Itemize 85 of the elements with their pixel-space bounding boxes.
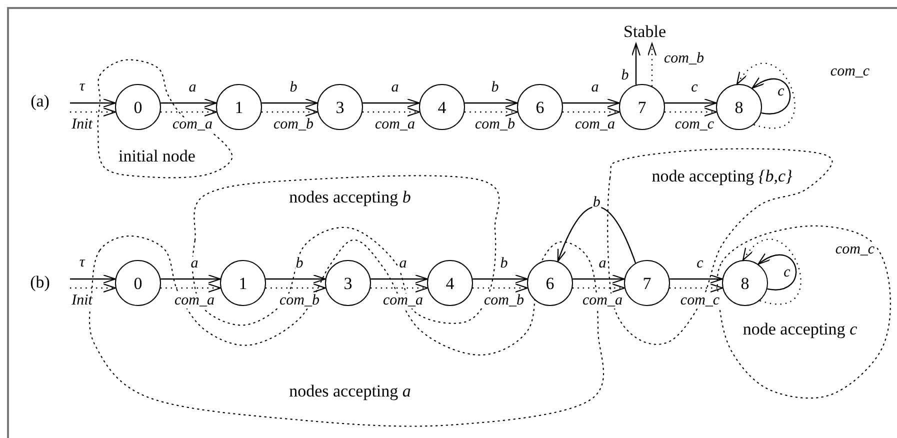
edge-label: b [294, 256, 304, 272]
arrow [752, 78, 791, 114]
arrow [572, 274, 625, 284]
dotted-arrow [370, 283, 428, 293]
panel-label: (b) [30, 274, 50, 292]
region-label: node accepting {b,c} [652, 168, 792, 186]
dotted-arrow [669, 283, 724, 293]
edge-label: com_a [382, 294, 424, 308]
dotted-arrow [742, 239, 801, 305]
arrow [70, 98, 116, 108]
dotted-arrow [261, 107, 318, 117]
dotted-arrow [572, 283, 626, 293]
state-number: 0 [134, 98, 142, 116]
state-label: Stable [624, 22, 666, 42]
state-number: 6 [536, 98, 544, 116]
state-circle [716, 84, 762, 130]
arrow [631, 42, 641, 85]
arrow [266, 274, 326, 284]
arrow [758, 254, 797, 290]
arrow [670, 274, 723, 284]
edge-label: Init [70, 294, 94, 308]
arrow [370, 274, 428, 284]
dotted-arrow [70, 283, 116, 293]
state-circle [317, 84, 363, 130]
state-number: 0 [134, 274, 142, 292]
state-circle [419, 84, 465, 130]
dotted-arrow [562, 107, 620, 117]
region-label: nodes accepting a [289, 382, 411, 402]
edge-label: com_b [474, 118, 516, 132]
edge-label: com_b [278, 294, 320, 308]
state-number: 3 [336, 98, 344, 116]
region-label: nodes accepting b [289, 188, 411, 208]
arrow [262, 98, 318, 108]
edge-label: com_a [174, 294, 216, 308]
dotted-arrow [265, 283, 326, 293]
dotted-arrow [647, 42, 657, 86]
edge-label: com_a [172, 118, 214, 132]
state-number: 3 [344, 274, 352, 292]
dotted-arrow [464, 107, 518, 117]
state-circle [115, 84, 161, 130]
edge-label: com_b [272, 118, 314, 132]
state-number: 8 [740, 274, 750, 292]
edge-label: com_c [679, 294, 721, 308]
state-circle [624, 260, 670, 306]
edge-label: com_a [582, 294, 624, 308]
arrow [160, 274, 221, 284]
state-circle [619, 84, 665, 130]
dotted-arrow [736, 63, 795, 129]
edge-label: a [190, 256, 200, 272]
arrow [70, 274, 116, 284]
state-number: 4 [446, 274, 454, 292]
state-circle [527, 260, 573, 306]
state-number: 7 [638, 98, 646, 116]
edge-label: b [592, 196, 602, 210]
arrow [557, 206, 636, 264]
edge-label: com_b [663, 51, 705, 66]
dotted-arrow [160, 107, 218, 117]
state-number: 8 [734, 98, 744, 116]
state-number: 1 [238, 274, 248, 292]
state-number: 4 [438, 98, 446, 116]
state-number: 1 [234, 98, 244, 116]
state-number: 7 [642, 274, 652, 292]
state-circle [427, 260, 473, 306]
dotted-arrow [362, 107, 420, 117]
edge-label: com_c [834, 242, 876, 258]
state-circle [216, 84, 262, 130]
arrow [362, 98, 420, 108]
panel-label: (a) [30, 92, 50, 112]
edge-label: com_b [483, 294, 525, 308]
arrow [562, 98, 620, 108]
arrow [472, 274, 528, 284]
region-label: node accepting c [742, 320, 858, 340]
state-circle [722, 260, 768, 306]
state-circle [325, 260, 371, 306]
arrow [160, 98, 217, 108]
arrow [664, 98, 717, 108]
dotted-arrow [664, 107, 718, 117]
state-circle [220, 260, 266, 306]
state-number: 6 [546, 274, 554, 292]
dotted-arrow [472, 283, 528, 293]
region-label: initial node [118, 148, 196, 166]
dotted-arrow [160, 283, 222, 293]
dotted-arrow [70, 107, 116, 117]
state-circle [517, 84, 563, 130]
state-circle [115, 260, 161, 306]
